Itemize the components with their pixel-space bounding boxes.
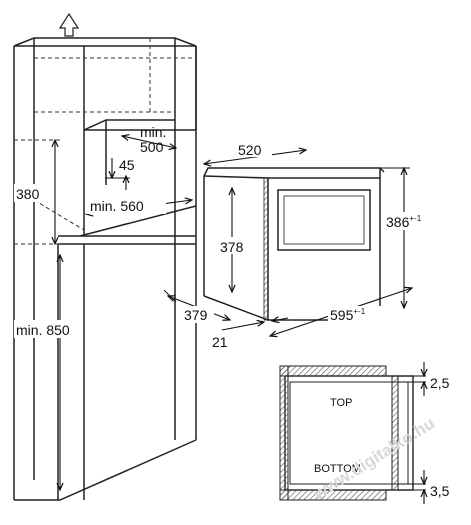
label-21: 21 <box>212 334 228 350</box>
label-595-tolerance: +-1 <box>353 307 365 316</box>
label-386-tolerance: +-1 <box>409 214 421 223</box>
up-arrow-icon <box>58 12 80 37</box>
label-386: 386+-1 <box>386 214 422 230</box>
label-top: TOP <box>330 397 352 409</box>
label-min-560: min. 560 <box>90 198 144 214</box>
dim-45: 45 <box>105 157 135 190</box>
label-380: 380 <box>16 186 40 202</box>
label-378: 378 <box>220 239 244 255</box>
dim-min-850: min. 850 <box>14 255 82 490</box>
dim-520: 520 <box>204 140 306 164</box>
label-min-500-line1: min. <box>140 124 166 140</box>
label-min-850: min. 850 <box>16 322 70 338</box>
label-379: 379 <box>184 307 208 323</box>
label-3-5: 3,5 <box>430 483 450 499</box>
label-bottom: BOTTOM <box>314 463 361 475</box>
dim-380: 380 <box>14 140 55 244</box>
dim-21: 21 <box>212 318 289 350</box>
tall-cabinet <box>13 37 197 501</box>
dim-379: 379 <box>163 289 230 323</box>
label-min-500-line2: 500 <box>140 139 164 155</box>
hidden-lines <box>14 38 196 245</box>
dim-386: 386+-1 <box>380 168 441 308</box>
label-2-5: 2,5 <box>430 375 450 391</box>
label-45: 45 <box>119 157 135 173</box>
label-595-value: 595 <box>330 307 354 323</box>
label-595: 595+-1 <box>330 307 366 323</box>
dim-min-500: min. 500 <box>122 124 176 155</box>
dim-378: 378 <box>218 188 250 292</box>
frame-detail: 2,5 3,5 TOP BOTTOM <box>279 362 450 504</box>
dim-595: 595+-1 <box>270 288 412 336</box>
label-386-value: 386 <box>386 214 410 230</box>
dim-min-560: min. 560 <box>86 196 192 214</box>
front-frame-edge <box>263 177 269 321</box>
label-520: 520 <box>238 142 262 158</box>
